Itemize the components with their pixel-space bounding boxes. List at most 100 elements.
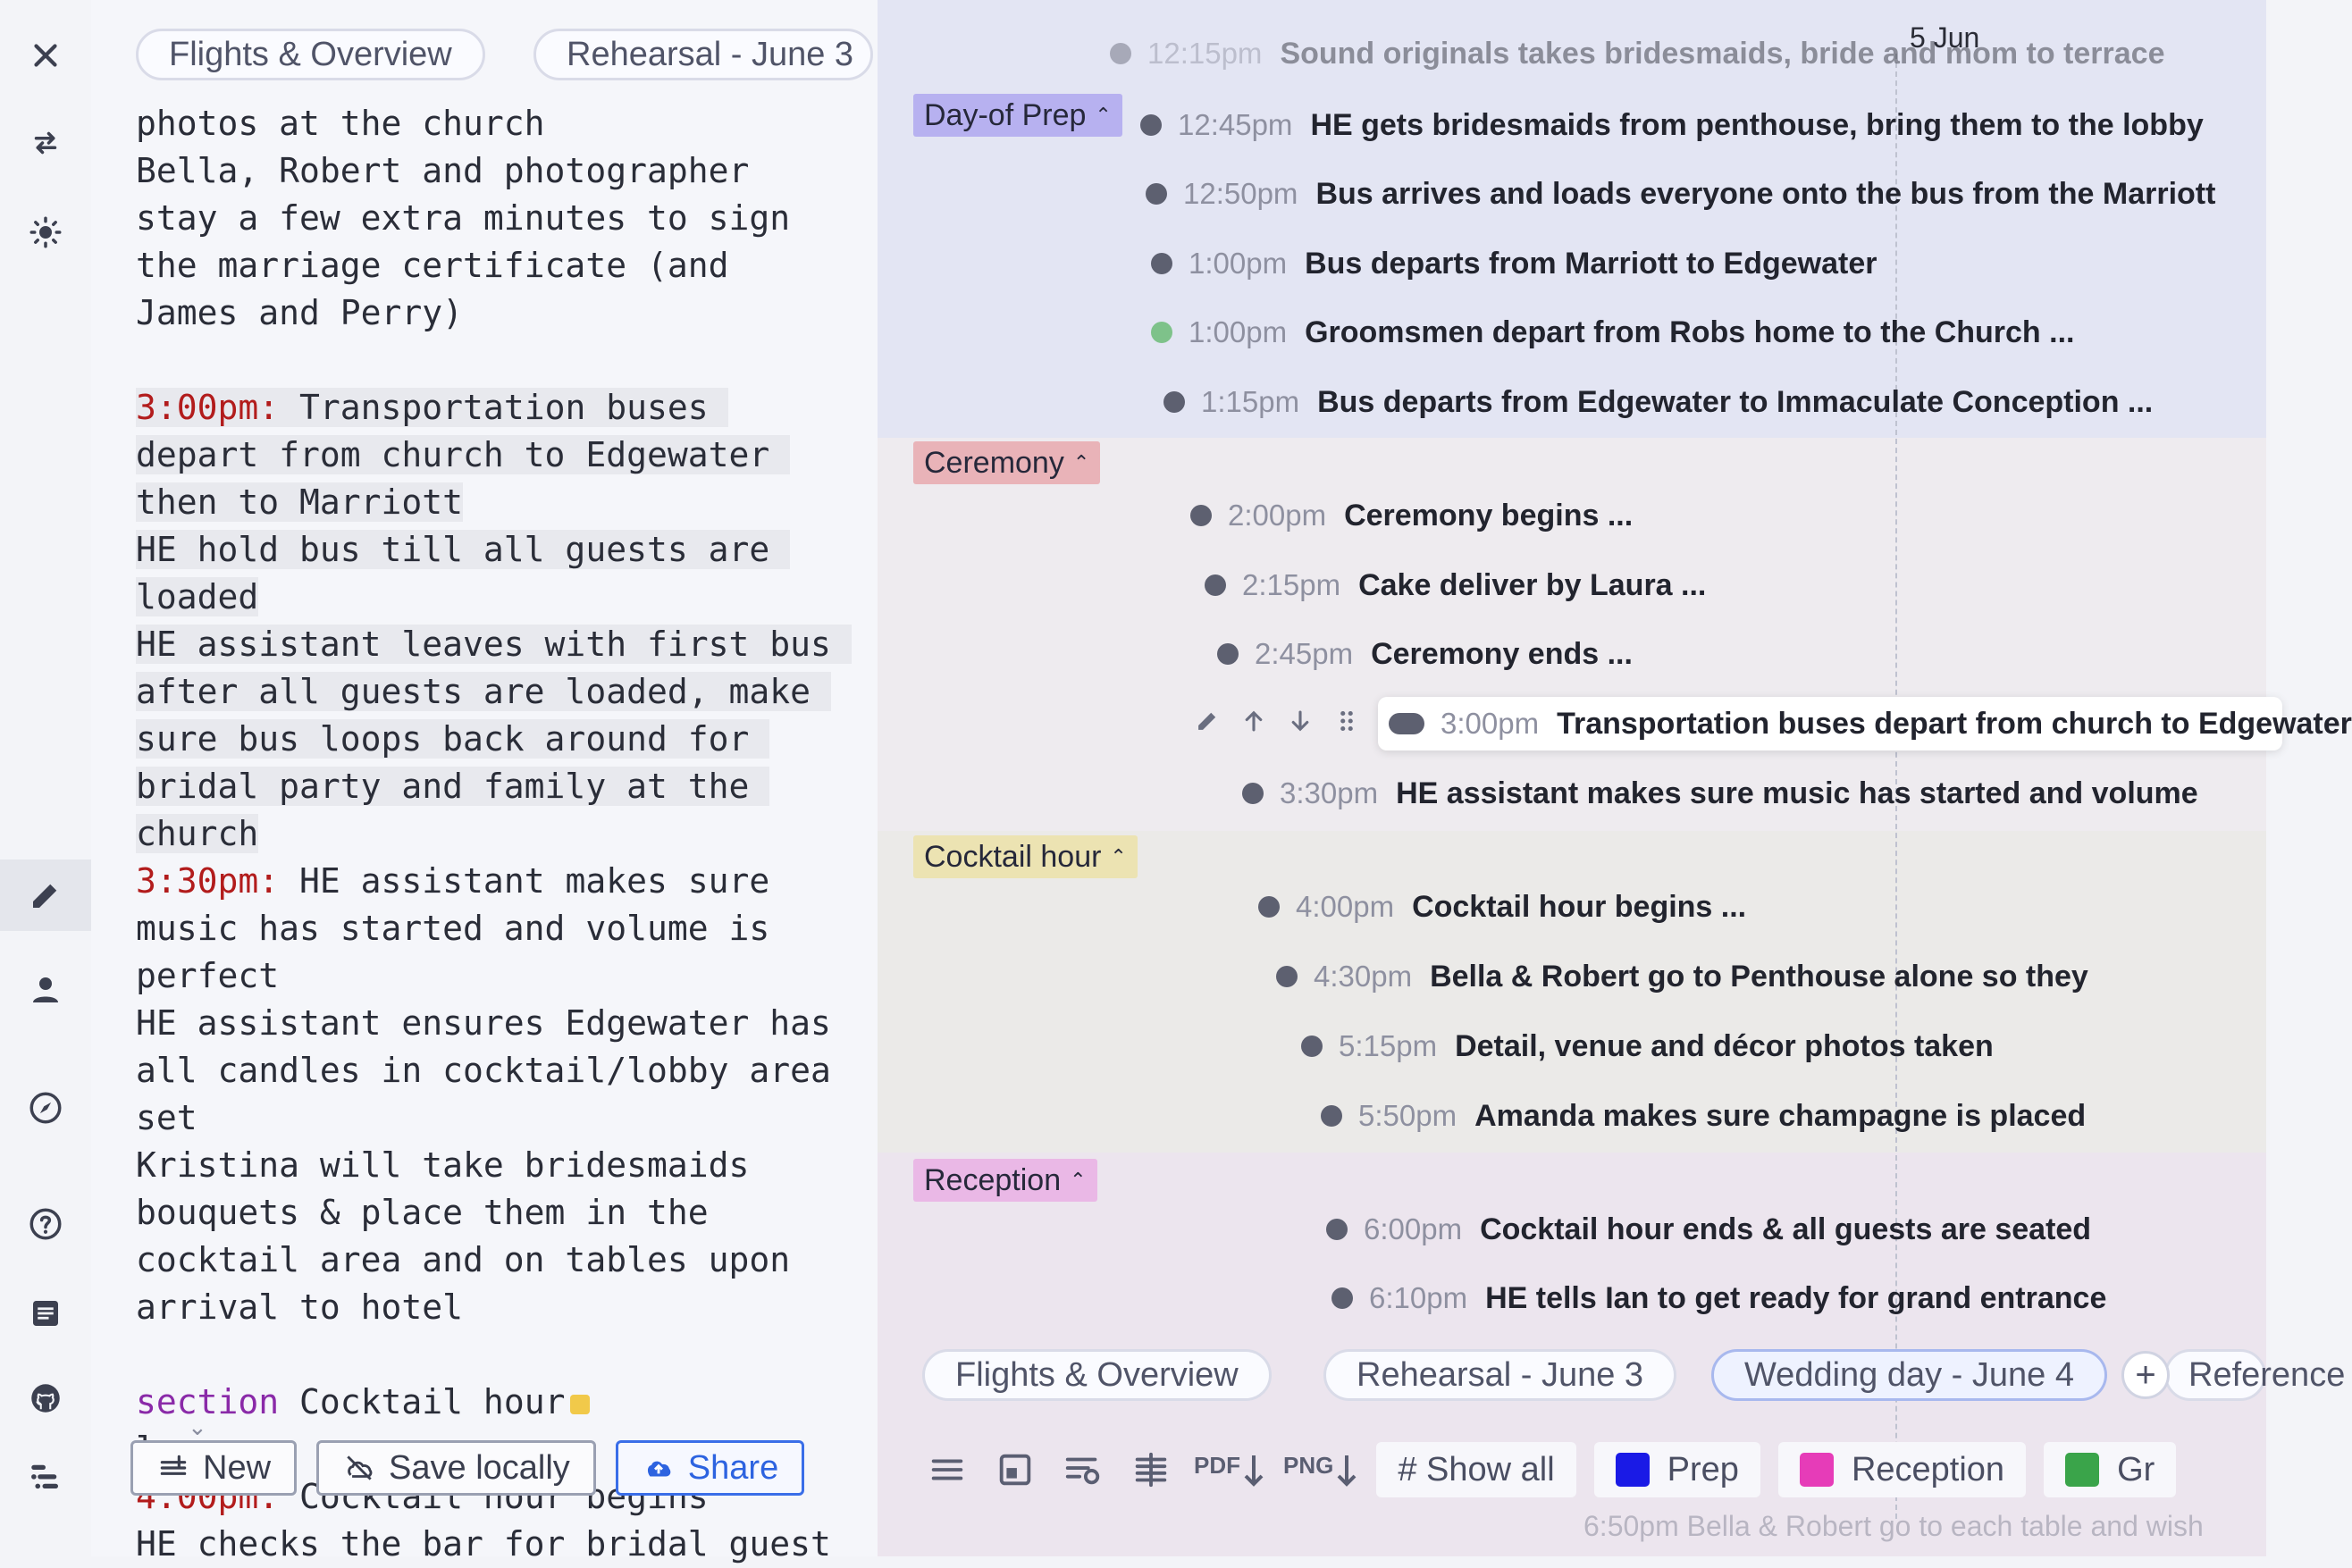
code-time-token: 3:30pm:: [136, 861, 280, 901]
tag-chip[interactable]: Prep: [1593, 1442, 1760, 1497]
github-icon[interactable]: [0, 1363, 91, 1434]
event-title: Cocktail hour begins ...: [1412, 889, 1747, 924]
tag-chip[interactable]: Gr: [2044, 1442, 2177, 1497]
new-button[interactable]: New: [130, 1440, 298, 1496]
code-text: cocktail area and on tables upon: [136, 1240, 791, 1279]
code-text: then to Marriott: [136, 482, 464, 522]
share-button[interactable]: Share: [615, 1440, 805, 1496]
section-label-prep-text: Day-of Prep: [924, 98, 1087, 132]
section-color-swatch: [570, 1394, 591, 1414]
code-line: Bella, Robert and photographer: [136, 147, 869, 195]
code-text: Bella, Robert and photographer: [136, 151, 750, 190]
editor-tab-rehearsal[interactable]: Rehearsal - June 3: [533, 29, 873, 80]
event-dot-icon: [1301, 1036, 1323, 1057]
arrow-down-icon[interactable]: [1285, 706, 1315, 736]
eye-icon[interactable]: [1389, 713, 1424, 734]
timeline-tab-reference[interactable]: Reference: [2164, 1349, 2345, 1401]
sidebar: [0, 0, 92, 1556]
document-icon[interactable]: [0, 1278, 91, 1349]
code-text: Cocktail hour: [279, 1382, 566, 1421]
pencil-icon[interactable]: [1192, 706, 1222, 736]
code-line: bouquets & place them in the: [136, 1189, 869, 1237]
timeline-tab-wedding-day[interactable]: Wedding day - June 4: [1711, 1349, 2107, 1401]
event-title: Detail, venue and décor photos taken: [1455, 1028, 1994, 1063]
ceremony-section-band: [878, 438, 2266, 831]
fold-chevron-icon[interactable]: ⌄: [188, 1413, 207, 1440]
event-time: 1:00pm: [1189, 315, 1288, 348]
event-time: 3:30pm: [1280, 776, 1379, 809]
tag-color-swatch: [1615, 1453, 1650, 1487]
timeline-icon[interactable]: [0, 1440, 91, 1512]
save-locally-button[interactable]: Save locally: [316, 1440, 596, 1496]
code-line: bridal party and family at the: [136, 763, 869, 810]
menu-icon[interactable]: [922, 1445, 972, 1495]
close-icon[interactable]: [0, 20, 91, 91]
edit-icon[interactable]: [0, 859, 91, 931]
theme-icon[interactable]: [0, 197, 91, 268]
event-title: Sound originals takes bridesmaids, bride…: [1280, 36, 2165, 71]
align-icon[interactable]: [1126, 1445, 1176, 1495]
code-line: photos at the church: [136, 100, 869, 147]
user-icon[interactable]: [0, 954, 91, 1026]
compass-icon[interactable]: [0, 1072, 91, 1144]
section-label-reception[interactable]: Reception⌃: [913, 1159, 1097, 1202]
arrow-up-icon[interactable]: [1239, 706, 1269, 736]
event-dot-icon: [1321, 1105, 1342, 1127]
timeline-tab-flights[interactable]: Flights & Overview: [922, 1349, 1272, 1401]
code-text: church: [136, 814, 259, 853]
code-text: the marriage certificate (and: [136, 246, 729, 285]
export-png-button[interactable]: PNG: [1283, 1452, 1358, 1488]
code-line: arrival to hotel: [136, 1284, 869, 1331]
layout-icon[interactable]: [990, 1445, 1040, 1495]
download-arrow-icon: [1337, 1455, 1357, 1487]
export-pdf-button[interactable]: PDF: [1194, 1452, 1265, 1488]
code-line: stay a few extra minutes to sign: [136, 195, 869, 242]
code-line: [136, 337, 869, 384]
share-label: Share: [687, 1448, 779, 1487]
code-line: depart from church to Edgewater: [136, 432, 869, 479]
add-tab-button[interactable]: +: [2121, 1351, 2170, 1399]
event-time: 5:50pm: [1358, 1099, 1457, 1132]
swap-icon[interactable]: [0, 107, 91, 179]
event-time: 1:00pm: [1189, 247, 1288, 280]
editor-tab-flights[interactable]: Flights & Overview: [136, 29, 485, 80]
filter-icon[interactable]: [1058, 1445, 1108, 1495]
cloud-upload-icon: [647, 1461, 671, 1477]
chevron-up-icon: ⌃: [1095, 104, 1112, 126]
event-dot-icon: [1190, 505, 1212, 526]
chevron-up-icon: ⌃: [1070, 1169, 1087, 1191]
section-label-cocktail[interactable]: Cocktail hour⌃: [913, 835, 1138, 878]
event-time: 6:00pm: [1364, 1212, 1463, 1245]
code-text: depart from church to Edgewater: [136, 435, 791, 474]
section-label-cocktail-text: Cocktail hour: [924, 840, 1102, 874]
code-text: after all guests are loaded, make: [136, 672, 831, 711]
event-title: Bella & Robert go to Penthouse alone so …: [1430, 959, 2088, 994]
section-label-ceremony[interactable]: Ceremony⌃: [913, 441, 1101, 484]
show-all-button[interactable]: # Show all: [1376, 1442, 1576, 1497]
code-text: photos at the church: [136, 104, 545, 143]
help-icon[interactable]: [0, 1188, 91, 1260]
timeline-tab-rehearsal[interactable]: Rehearsal - June 3: [1323, 1349, 1677, 1401]
section-label-prep[interactable]: Day-of Prep ⌃: [913, 94, 1122, 137]
event-dot-icon: [1276, 966, 1298, 987]
drag-handle-icon[interactable]: [1331, 706, 1362, 736]
tag-chip[interactable]: Reception: [1777, 1442, 2027, 1497]
